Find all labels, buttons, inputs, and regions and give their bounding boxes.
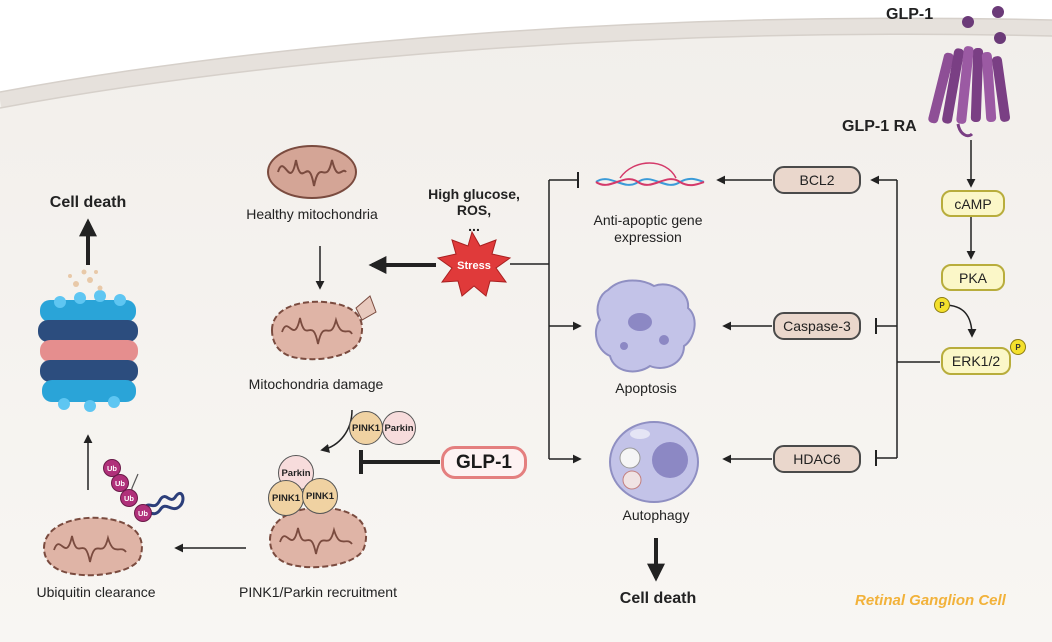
apoptosis-label: Apoptosis [615,380,677,396]
autophagy-label: Autophagy [622,507,690,523]
glp1-receptor-icon [928,46,1011,138]
glp1-ra-label: GLP-1 RA [842,118,917,135]
parkin-protein-icon: Parkin [382,411,416,445]
stress-burst-icon [436,230,512,297]
anti-apoptotic-line2: expression [614,229,682,245]
phospho-badge-pka: P [934,297,950,313]
erk-node: ERK1/2 [941,347,1011,375]
ubiquitin-icon: Ub [111,474,129,492]
ubiquitin-mitochondrion-icon [42,491,185,577]
ubiquitin-icon: Ub [134,504,152,522]
anti-apoptotic-line1: Anti-apoptic gene [593,212,703,228]
cell-death-bottom-label: Cell death [619,590,697,607]
proteasome-icon [38,290,138,412]
dna-helix-icon [595,162,705,187]
glp1-ligand-sphere [992,6,1004,18]
stress-causes-line1: High glucose, [428,186,520,202]
phospho-badge-erk: P [1010,339,1026,355]
pka-node: PKA [941,264,1005,291]
caspase3-node: Caspase-3 [773,312,861,340]
damaged-mitochondrion-icon [270,295,377,361]
camp-node: cAMP [941,190,1005,217]
pink1-protein-icon: PINK1 [268,480,304,516]
pink1-parkin-recruitment-label: PINK1/Parkin recruitment [239,584,397,600]
pink1-protein-icon: PINK1 [302,478,338,514]
stress-causes-line2: ROS, [456,202,492,218]
glp1-ligand-label: GLP-1 [886,6,934,23]
anti-apoptotic-label: Anti-apoptic gene expression [594,212,703,246]
recruitment-mitochondrion-icon [268,506,367,569]
autophagic-cell-icon [609,421,699,503]
glp1-ligand-sphere [994,32,1006,44]
stress-causes-label: High glucose, ROS, ... [428,186,520,234]
ubiquitin-icon: Ub [120,489,138,507]
bcl2-node: BCL2 [773,166,861,194]
ubiquitin-clearance-label: Ubiquitin clearance [36,584,156,600]
hdac6-node: HDAC6 [773,445,861,473]
cell-membrane [0,18,1052,108]
healthy-mitochondrion-icon [267,145,357,199]
glp1-ligand-sphere [962,16,974,28]
cell-death-top-label: Cell death [49,194,127,211]
peptide-fragments-icon [68,269,103,291]
mitochondria-damage-label: Mitochondria damage [248,376,384,392]
pink1-protein-icon: PINK1 [349,411,383,445]
retinal-ganglion-cell-label: Retinal Ganglion Cell [855,592,1006,609]
healthy-mitochondria-label: Healthy mitochondria [246,206,378,222]
apoptotic-cell-icon [594,279,696,373]
glp1-inhibitor-box: GLP-1 [441,446,527,479]
stress-causes-line3: ... [468,218,480,234]
stress-label: Stress [457,260,491,272]
